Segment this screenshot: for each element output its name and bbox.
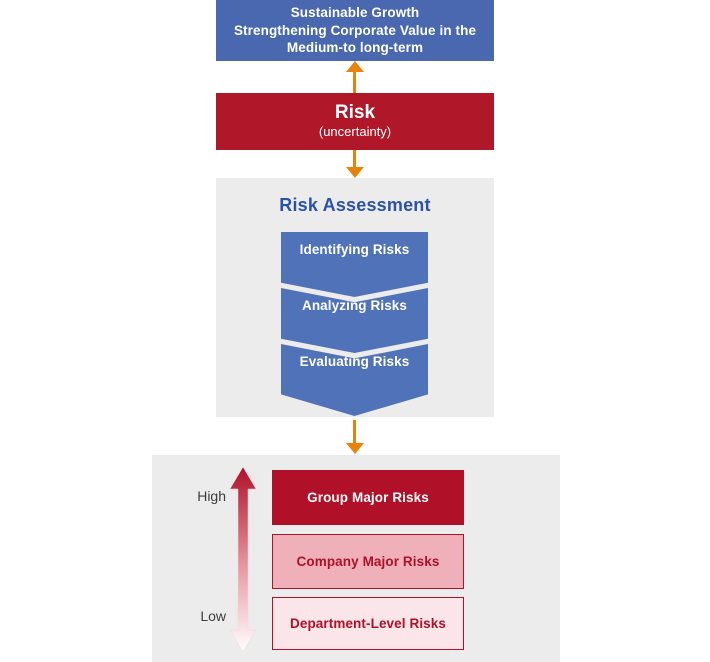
risk-to-assessment-arrow <box>345 150 365 178</box>
axis-label-high: High <box>197 488 226 504</box>
tier-box-group-major-risks: Group Major Risks <box>272 470 464 525</box>
risk-tier-panel: High Low Group Major Risks Company Major… <box>152 455 560 662</box>
risk-to-goal-arrow <box>345 61 365 93</box>
assessment-step-identifying-risks: Identifying Risks <box>281 232 428 297</box>
risk-assessment-panel: Risk Assessment Identifying Risks Analyz… <box>216 178 494 417</box>
assessment-step-label: Evaluating Risks <box>299 354 410 369</box>
goal-line-3: Medium-to long-term <box>286 40 424 56</box>
risk-assessment-title: Risk Assessment <box>279 195 431 215</box>
assessment-step-label: Analyzing Risks <box>301 298 408 313</box>
goal-line-2: Strengthening Corporate Value in the <box>233 22 477 38</box>
arrow-head-down-icon <box>346 443 364 454</box>
risk-level-gradient-arrow-icon <box>229 467 257 652</box>
tier-box-department-level-risks: Department-Level Risks <box>272 597 464 650</box>
sustainable-growth-goal-box: Sustainable Growth Strengthening Corpora… <box>216 0 494 61</box>
arrow-shaft <box>353 71 356 93</box>
arrow-shaft <box>353 150 356 168</box>
tier-box-label: Department-Level Risks <box>289 616 446 631</box>
risk-title: Risk <box>334 101 376 123</box>
risk-subtitle: (uncertainty) <box>318 124 392 140</box>
goal-line-1: Sustainable Growth <box>290 4 420 20</box>
risk-uncertainty-box: Risk (uncertainty) <box>216 93 494 150</box>
assessment-step-evaluating-risks: Evaluating Risks <box>281 344 428 416</box>
arrow-head-down-icon <box>346 167 364 178</box>
assessment-step-analyzing-risks: Analyzing Risks <box>281 288 428 353</box>
risk-assessment-step-stack: Identifying Risks Analyzing Risks Evalua… <box>281 232 428 416</box>
arrow-shaft <box>353 420 356 444</box>
assessment-step-label: Identifying Risks <box>299 242 410 257</box>
tier-box-company-major-risks: Company Major Risks <box>272 534 464 589</box>
arrow-head-up-icon <box>346 61 364 72</box>
tier-box-label: Group Major Risks <box>307 490 429 505</box>
assessment-to-tiers-arrow <box>345 420 365 455</box>
axis-label-low: Low <box>200 608 226 624</box>
tier-box-label: Company Major Risks <box>296 554 440 569</box>
goal-text-block: Sustainable Growth Strengthening Corpora… <box>234 4 476 57</box>
